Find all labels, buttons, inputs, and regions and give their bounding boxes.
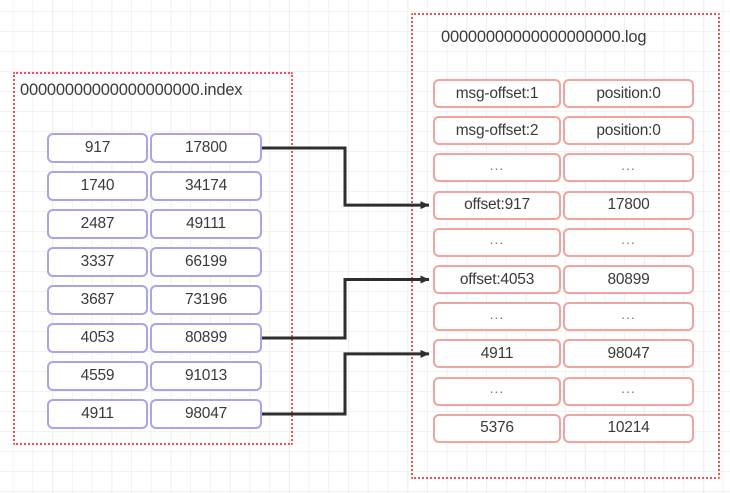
cell-offset: ... [433,227,561,257]
ellipsis-marker: ... [621,305,636,322]
cell-offset: 4559 [47,361,148,391]
cell-offset: 4911 [433,339,561,369]
cell-position: 91013 [150,361,262,391]
cell-position: ... [563,302,694,332]
cell-position: position:0 [563,79,694,108]
ellipsis-marker: ... [621,231,636,248]
ellipsis-marker: ... [489,380,505,397]
cell-offset: ... [433,153,561,183]
cell-offset: ... [433,302,561,332]
cell-position: 73196 [150,285,262,315]
cell-offset: msg-offset:2 [433,116,561,146]
log-file-title: 00000000000000000000.log [441,28,647,46]
cell-position: 66199 [150,247,262,277]
cell-offset: 4053 [47,323,148,353]
ellipsis-marker: ... [489,156,505,173]
cell-position: 17800 [563,190,694,220]
table-row[interactable]: ...... [433,302,694,332]
table-row[interactable]: ...... [433,153,694,183]
ellipsis-marker: ... [621,380,636,397]
log-file-box [411,13,720,479]
cell-position: 98047 [150,399,262,429]
cell-offset: 2487 [47,209,148,239]
cell-position: ... [563,227,694,257]
table-row[interactable]: ...... [433,376,694,406]
ellipsis-marker: ... [489,231,505,248]
cell-offset: offset:917 [433,190,561,220]
cell-position: 49111 [150,209,262,239]
cell-offset: ... [433,376,561,406]
cell-offset: 5376 [433,413,561,443]
index-file-box [13,72,293,445]
table-row[interactable]: ...... [433,227,694,257]
cell-position: 10214 [563,413,694,443]
cell-position: ... [563,376,694,406]
cell-offset: msg-offset:1 [433,79,561,108]
cell-position: 17800 [150,133,262,163]
cell-offset: 3687 [47,285,148,315]
cell-position: ... [563,153,694,183]
cell-position: 34174 [150,171,262,201]
cell-position: 98047 [563,339,694,369]
cell-position: 80899 [150,323,262,353]
cell-position: 80899 [563,265,694,294]
cell-offset: 1740 [47,171,148,201]
index-file-title: 00000000000000000000.index [20,81,243,99]
cell-offset: 4911 [47,399,148,429]
cell-offset: 3337 [47,247,148,277]
cell-offset: offset:4053 [433,265,561,294]
ellipsis-marker: ... [621,156,636,173]
ellipsis-marker: ... [489,305,505,322]
cell-offset: 917 [47,133,148,163]
cell-position: position:0 [563,116,694,146]
